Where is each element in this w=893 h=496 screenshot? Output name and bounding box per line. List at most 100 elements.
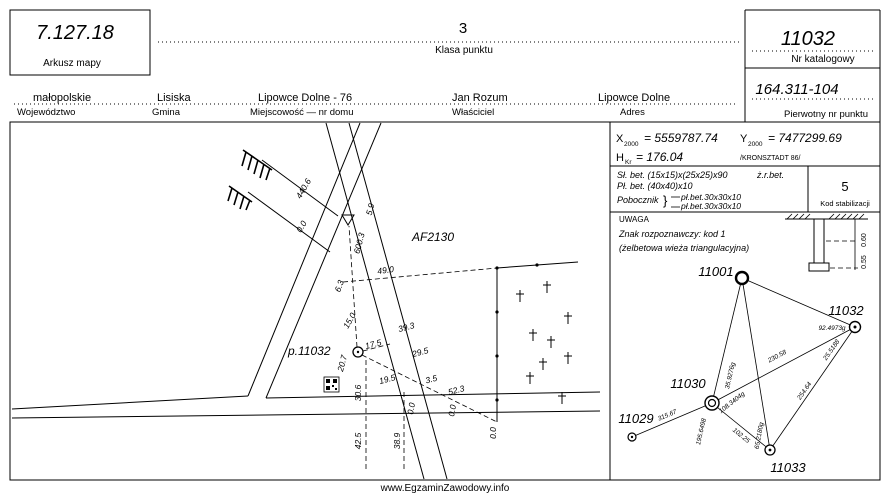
x-coordinate: = 5559787.74 [644, 131, 718, 145]
owner-value: Jan Rozum [452, 92, 508, 104]
height-value: = 176.04 [636, 150, 683, 164]
boundary-markers [495, 263, 539, 402]
section-dim-1: 0.60 [861, 233, 868, 247]
stabilization-cross-section: 0.60 0.55 [785, 213, 868, 272]
triangle-marker [341, 214, 355, 226]
coordinates: X 2000 = 5559787.74 Y 2000 = 7477299.69 … [616, 131, 842, 166]
measurement-line [362, 343, 391, 352]
dimension-label: 6.3 [332, 278, 346, 293]
point-11029-center [630, 435, 634, 439]
dimension-label: 29.5 [410, 345, 430, 359]
form-frame [9, 9, 881, 481]
dimension-label: 0.0 [405, 402, 417, 416]
sketch-point-label: p.11032 [287, 344, 331, 358]
locality-value: Lipowce Dolne - 76 [258, 92, 352, 104]
dimension-label: 42.5 [353, 432, 363, 449]
witness-item-2: pł.bet.30x30x10 [680, 201, 741, 211]
road-edge [348, 122, 448, 480]
y-coordinate: = 7477299.69 [768, 131, 842, 145]
h-symbol: H [616, 152, 624, 164]
dimension-label: 0.0 [488, 427, 498, 439]
height-system: /KRONSZTADT 86/ [740, 155, 800, 162]
stabilization-line-2: Pł. bet. (40x40)x10 [617, 181, 693, 191]
point-11033-label: 11033 [770, 460, 806, 475]
stabilization-line-1-right: ż.r.bet. [756, 170, 784, 180]
measurement-line [342, 267, 498, 283]
main-frame [9, 121, 881, 481]
measurement-line [348, 225, 358, 348]
network-line [769, 326, 856, 451]
dimension-label: 52.3 [447, 383, 466, 397]
road-edge [247, 122, 361, 397]
network-line [711, 277, 743, 404]
x-symbol: X [616, 133, 624, 145]
sheet-label: Arkusz mapy [43, 58, 101, 69]
point-class-label: Klasa punktu [435, 45, 493, 56]
code-mark-icon [323, 376, 340, 393]
stabilization-code-label: Kod stabilizacji [820, 199, 870, 208]
voivodeship-label: Województwo [17, 107, 75, 118]
point-class-value: 3 [459, 20, 467, 37]
stabilization-line-1: Sł. bet. (15x15)x(25x25)x90 [617, 170, 728, 180]
y-symbol: Y [740, 133, 748, 145]
cemetery-cross-icons [516, 281, 572, 404]
remarks-title: UWAGA [619, 215, 650, 224]
site-sketch: p.11032 AF2130 440.6 0.0 5.9 600.3 49.0 … [11, 122, 601, 480]
dimension-label: 3.5 [424, 373, 438, 386]
dimension-label: 30.6 [353, 384, 363, 401]
measurement-line [361, 354, 498, 423]
dimension-label: 38.9 [392, 432, 402, 449]
address-value: Lipowce Dolne [598, 92, 670, 104]
neighbor-point-label: AF2130 [411, 230, 454, 244]
section-dim-2: 0.55 [861, 255, 868, 269]
road-edge [247, 191, 331, 253]
observation-label: 92.4973g [818, 325, 845, 332]
dimension-label: 20.7 [335, 354, 349, 374]
locality-label: Miejscowość — nr domu [250, 107, 353, 118]
dimension-label: 49.0 [377, 264, 395, 276]
remarks: UWAGA Znak rozpoznawczy: kod 1 (żelbetow… [618, 215, 749, 253]
header: 7.127.18 Arkusz mapy 3 Klasa punktu 1103… [36, 20, 868, 120]
dimension-label: 19.5 [378, 372, 397, 386]
network-line [741, 277, 771, 451]
road-edge [11, 395, 249, 410]
catalog-number: 11032 [781, 28, 835, 50]
road-edge [11, 410, 601, 419]
remarks-line-2: (żelbetowa wieża triangulacyjna) [619, 243, 749, 253]
road-edge [325, 122, 425, 480]
y-index: 2000 [748, 141, 763, 148]
location-row: małopolskie Województwo Lisiska Gmina Li… [17, 92, 670, 118]
road-edge [265, 122, 382, 399]
embankment-hatch [227, 185, 253, 211]
witness-label: Pobocznik [617, 195, 659, 205]
x-index: 2000 [624, 141, 639, 148]
network-line [631, 402, 713, 438]
network-line [711, 326, 856, 404]
witness-item-1: pł.bet.30x30x10 [680, 192, 741, 202]
point-11029-label: 11029 [618, 411, 653, 426]
point-11032-sketch-center [356, 350, 360, 354]
dimension-label: 17.5 [364, 337, 383, 351]
dimension-label: 0.0 [446, 404, 458, 418]
road-edge [265, 391, 601, 399]
point-11033-center [768, 448, 772, 452]
point-11030-label: 11030 [670, 376, 706, 391]
commune-label: Gmina [152, 107, 181, 118]
owner-label: Właściciel [452, 107, 494, 118]
commune-value: Lisiska [157, 92, 192, 104]
point-11030-inner [707, 398, 717, 408]
sheet-number: 7.127.18 [36, 22, 114, 44]
address-label: Adres [620, 107, 645, 118]
original-number: 164.311-104 [755, 81, 838, 98]
catalog-number-label: Nr katalogowy [791, 54, 854, 65]
stabilization-code: 5 [841, 179, 848, 194]
original-number-label: Pierwotny nr punktu [784, 109, 868, 120]
point-11001-symbol [734, 270, 750, 286]
road-edge [261, 159, 339, 217]
voivodeship-value: małopolskie [33, 92, 91, 104]
dimension-label: 5.9 [364, 202, 377, 216]
h-index: Kr [625, 159, 632, 166]
pillar-plate [808, 262, 830, 272]
stabilization: Sł. bet. (15x15)x(25x25)x90 ż.r.bet. Pł.… [617, 170, 870, 211]
